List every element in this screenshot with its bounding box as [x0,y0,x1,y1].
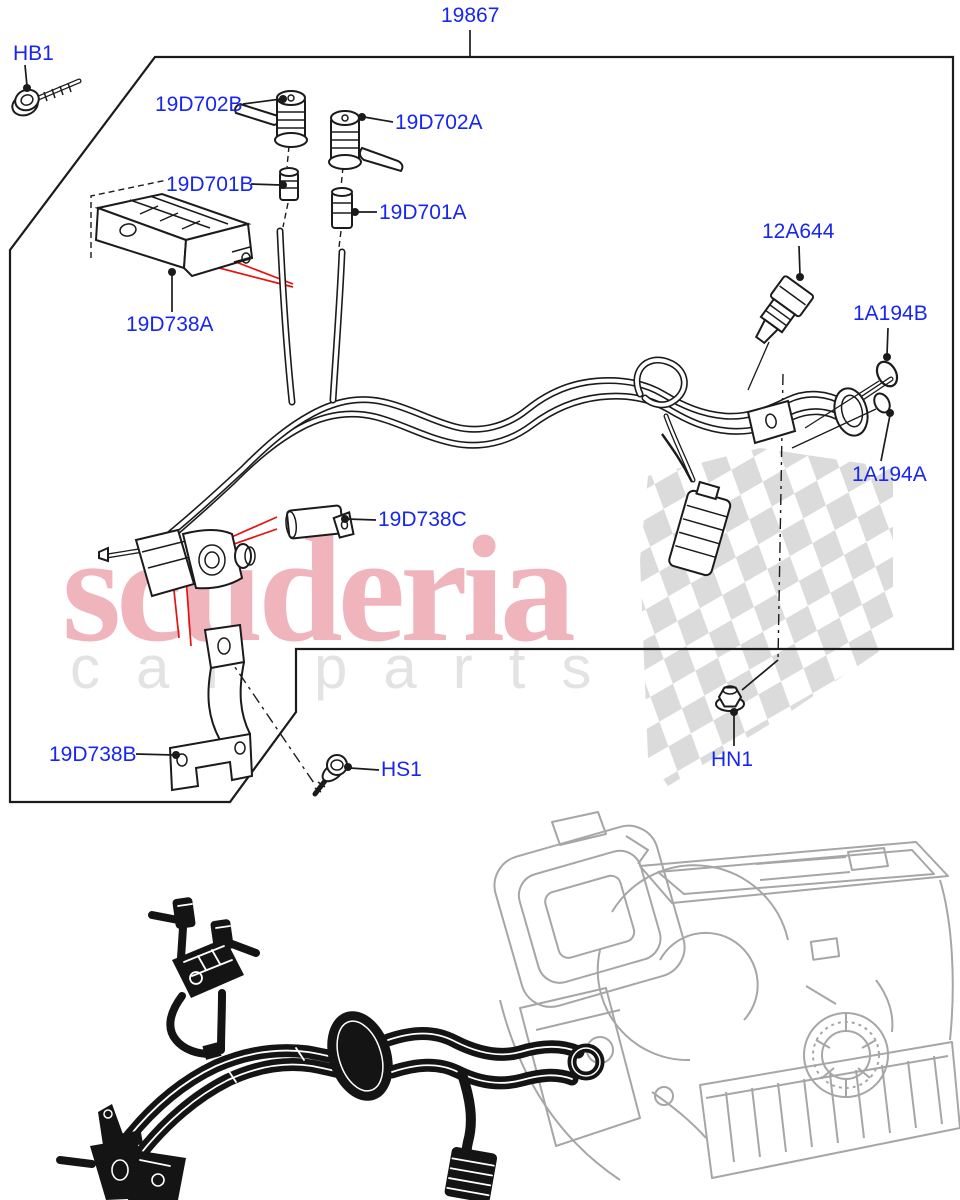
part-label-19d702b[interactable]: 19D702B [155,93,243,116]
oring-1a194b-drawing [804,360,899,429]
part-label-1a194a[interactable]: 1A194A [852,463,927,486]
center-lines [90,145,784,787]
part-label-hs1[interactable]: HS1 [381,758,422,781]
expansion-valve-drawing [98,528,256,598]
watermark-subtitle: car parts [70,634,627,701]
cap-19d701b-drawing [279,167,299,201]
hvac-unit-drawing [493,811,960,1181]
part-label-1a194b[interactable]: 1A194B [853,302,928,325]
part-label-19d738b[interactable]: 19D738B [49,743,137,766]
cap-19d701a-drawing [331,187,353,229]
parts-drawings [11,78,899,797]
valve-19d702b-drawing [234,90,308,148]
ac-pipes-exploded [142,227,894,562]
module-19d738a-drawing [94,192,254,278]
part-label-19d701b[interactable]: 19D701B [166,173,254,196]
checkered-flag-watermark [640,448,893,786]
hs1-screw-drawing [312,754,348,797]
part-label-19d701a[interactable]: 19D701A [379,201,467,224]
part-label-19d702a[interactable]: 19D702A [395,111,483,134]
part-label-19d738c[interactable]: 19D738C [378,508,467,531]
hn1-nut-drawing [715,685,745,712]
part-label-19867[interactable]: 19867 [441,4,500,27]
parts-box-outline [8,55,955,804]
valve-19d702a-drawing [328,110,404,173]
sensor-12a644-drawing [754,275,815,345]
pipe-connector-drawing [661,433,732,577]
part-label-19d738a[interactable]: 19D738A [126,313,214,336]
part-label-hb1[interactable]: HB1 [13,42,54,65]
leader-lines [23,30,894,771]
watermark-layer: scuderia car parts [62,448,893,786]
part-label-hn1[interactable]: HN1 [711,748,754,771]
assembled-harness-drawing [56,897,605,1200]
part-label-12a644[interactable]: 12A644 [762,220,835,243]
hb1-bolt-drawing [11,78,82,117]
bracket-19d738b-drawing [168,623,254,792]
